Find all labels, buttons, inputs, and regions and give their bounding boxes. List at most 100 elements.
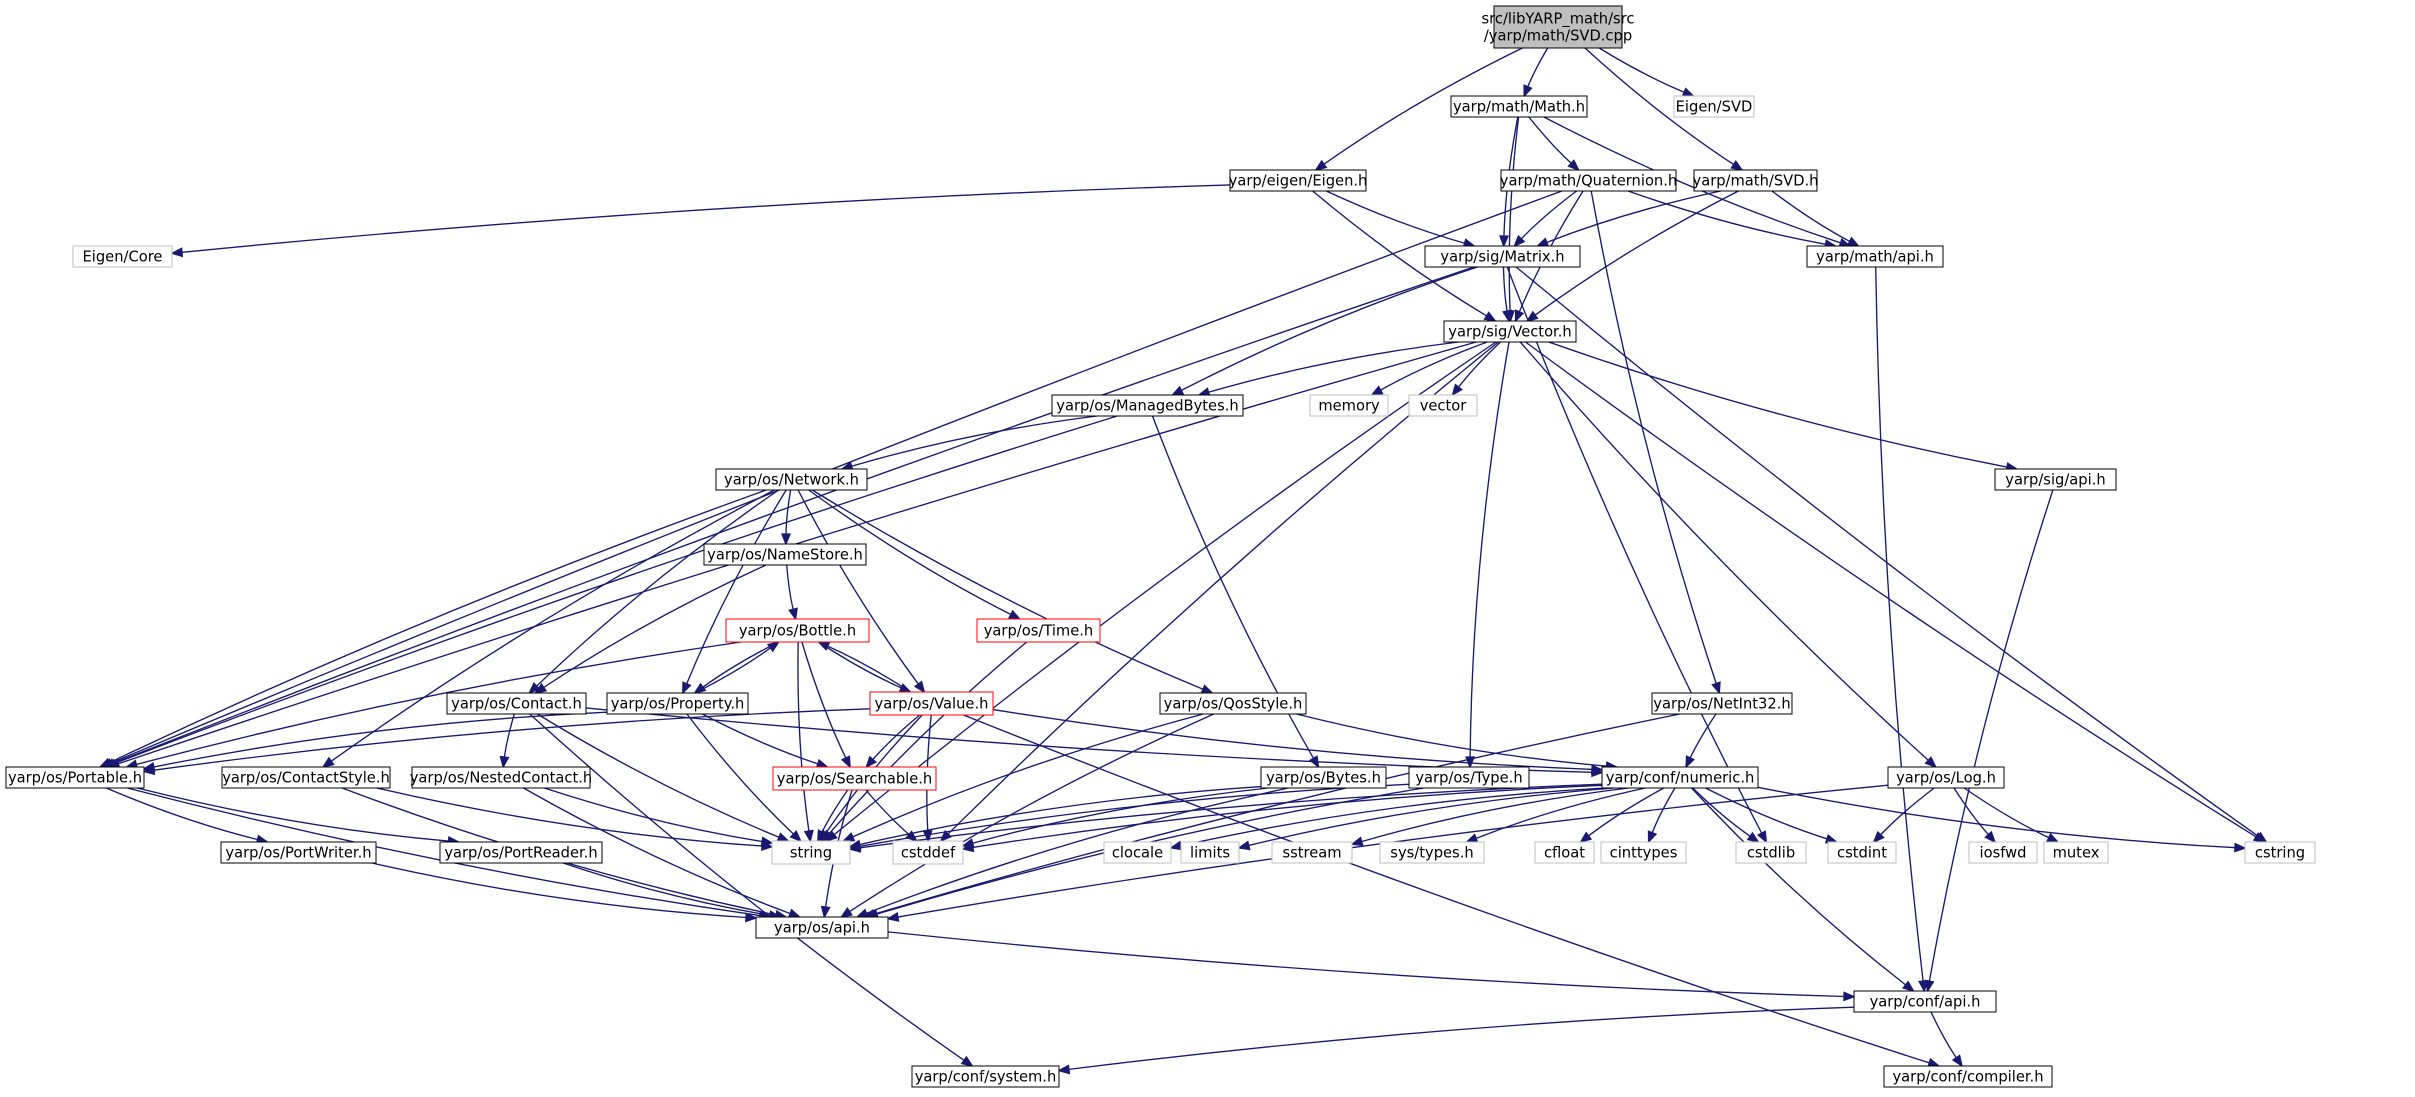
edge-line	[832, 341, 1497, 836]
node-box	[976, 618, 1101, 643]
edge-line	[858, 783, 1603, 849]
node-cfloat: cfloat	[1534, 841, 1595, 864]
edge-os-value-to-os-searchable	[865, 714, 921, 769]
node-label: sstream	[1282, 844, 1341, 861]
node-math-svd[interactable]: yarp/math/SVD.h	[1693, 169, 1819, 192]
node-math-math[interactable]: yarp/math/Math.h	[1450, 95, 1588, 118]
node-os-portable[interactable]: yarp/os/Portable.h	[5, 766, 145, 789]
node-box	[1180, 841, 1240, 864]
node-box	[1103, 841, 1172, 864]
node-sig-api[interactable]: yarp/sig/api.h	[1994, 468, 2117, 491]
edge-math-quat-to-os-netint32	[1590, 190, 1721, 695]
node-sig-vector[interactable]: yarp/sig/Vector.h	[1443, 320, 1577, 343]
node-conf-system[interactable]: yarp/conf/system.h	[911, 1065, 1060, 1088]
node-label: yarp/os/Network.h	[724, 471, 859, 488]
node-box	[1159, 692, 1307, 715]
node-label: yarp/eigen/Eigen.h	[1229, 172, 1368, 189]
edge-arrowhead	[142, 765, 156, 776]
node-box	[911, 1065, 1060, 1088]
node-label: vector	[1420, 397, 1468, 414]
edge-sig-api-to-conf-api	[1924, 489, 2054, 993]
node-os-searchable[interactable]: yarp/os/Searchable.h	[772, 766, 937, 791]
edge-arrowhead	[682, 681, 692, 695]
node-os-time[interactable]: yarp/os/Time.h	[976, 618, 1101, 643]
node-os-namestore[interactable]: yarp/os/NameStore.h	[703, 543, 867, 566]
node-label: yarp/os/Searchable.h	[777, 770, 932, 787]
node-sig-matrix[interactable]: yarp/sig/Matrix.h	[1424, 245, 1581, 268]
edge-line	[330, 489, 775, 763]
node-conf-api[interactable]: yarp/conf/api.h	[1853, 990, 1997, 1013]
edge-math-svd-to-sig-vector	[1525, 190, 1739, 323]
edge-os-network-to-os-contactstyle	[321, 489, 775, 769]
edge-arrowhead	[1579, 831, 1593, 844]
edge-line	[992, 708, 1594, 771]
node-label: yarp/os/Bottle.h	[739, 622, 856, 639]
edge-arrowhead	[1483, 311, 1497, 322]
node-label: yarp/conf/api.h	[1870, 993, 1981, 1010]
edge-line	[850, 415, 1098, 468]
edge-line	[1692, 787, 1752, 838]
edge-arrowhead	[1567, 159, 1580, 172]
edge-line	[1533, 190, 1739, 317]
edge-os-api-to-conf-api	[887, 931, 1856, 1002]
node-os-log[interactable]: yarp/os/Log.h	[1887, 766, 2005, 789]
node-conf-numeric[interactable]: yarp/conf/numeric.h	[1601, 766, 1759, 789]
node-box	[869, 691, 994, 716]
node-label: yarp/sig/Vector.h	[1448, 323, 1571, 340]
edge-line	[797, 641, 810, 833]
node-label: limits	[1190, 844, 1230, 861]
node-os-type[interactable]: yarp/os/Type.h	[1408, 766, 1530, 789]
edge-os-bottle-to-string	[797, 641, 814, 843]
node-box	[1673, 95, 1755, 118]
node-label: yarp/os/Type.h	[1415, 769, 1522, 786]
node-conf-compiler[interactable]: yarp/conf/compiler.h	[1883, 1065, 2053, 1088]
node-eigen-eigen[interactable]: yarp/eigen/Eigen.h	[1229, 169, 1368, 192]
edge-sig-matrix-to-cstdlib	[1506, 266, 1768, 844]
edge-arrowhead	[693, 682, 707, 695]
node-label: cstdint	[1837, 844, 1887, 861]
node-math-api[interactable]: yarp/math/api.h	[1806, 245, 1944, 268]
edge-sig-vector-to-memory	[1370, 341, 1488, 396]
node-os-portwriter[interactable]: yarp/os/PortWriter.h	[220, 841, 377, 864]
edge-os-portwriter-to-os-api	[371, 862, 758, 923]
node-os-bytes[interactable]: yarp/os/Bytes.h	[1260, 766, 1387, 789]
node-os-property[interactable]: yarp/os/Property.h	[606, 692, 749, 715]
node-os-nestedcontact[interactable]: yarp/os/NestedContact.h	[410, 766, 593, 789]
node-os-contactstyle[interactable]: yarp/os/ContactStyle.h	[221, 766, 391, 789]
node-label: Eigen/Core	[83, 248, 163, 265]
node-math-quat[interactable]: yarp/math/Quaternion.h	[1500, 169, 1677, 192]
node-box	[1443, 320, 1577, 343]
edge-os-network-to-os-property	[682, 489, 787, 695]
node-os-portreader[interactable]: yarp/os/PortReader.h	[439, 841, 603, 864]
edge-line	[701, 713, 820, 765]
node-sstream: sstream	[1271, 841, 1353, 864]
node-os-bottle[interactable]: yarp/os/Bottle.h	[725, 618, 870, 643]
node-label: yarp/math/SVD.h	[1693, 172, 1819, 189]
node-box	[892, 840, 964, 865]
edge-arrowhead	[1513, 234, 1526, 248]
node-os-managedbytes[interactable]: yarp/os/ManagedBytes.h	[1051, 394, 1244, 417]
node-box	[1408, 766, 1530, 789]
node-os-api[interactable]: yarp/os/api.h	[755, 916, 889, 939]
node-label: yarp/os/Bytes.h	[1266, 769, 1381, 786]
node-os-netint32[interactable]: yarp/os/NetInt32.h	[1651, 692, 1793, 715]
node-os-qosstyle[interactable]: yarp/os/QosStyle.h	[1159, 692, 1307, 715]
edge-arrowhead	[1237, 840, 1251, 851]
edge-eigen-eigen-to-sig-vector	[1312, 190, 1497, 322]
node-box	[221, 766, 391, 789]
node-os-value[interactable]: yarp/os/Value.h	[869, 691, 994, 716]
node-label: yarp/os/Contact.h	[451, 695, 582, 712]
edge-conf-numeric-to-cstdlib	[1692, 787, 1760, 844]
node-os-contact[interactable]: yarp/os/Contact.h	[446, 692, 587, 715]
node-os-network[interactable]: yarp/os/Network.h	[715, 468, 868, 491]
node-clocale: clocale	[1103, 841, 1172, 864]
edge-line	[685, 489, 787, 685]
edge-arrowhead	[1918, 979, 1929, 993]
edge-line	[1930, 1011, 1958, 1059]
node-root[interactable]: src/libYARP_math/src/yarp/math/SVD.cpp	[1482, 5, 1635, 49]
edge-line	[1651, 787, 1676, 834]
edge-os-property-to-os-bottle	[694, 640, 781, 694]
edge-line	[1207, 341, 1459, 394]
edge-root-to-eigen-eigen	[1314, 47, 1523, 172]
edge-arrowhead	[1951, 1054, 1964, 1068]
